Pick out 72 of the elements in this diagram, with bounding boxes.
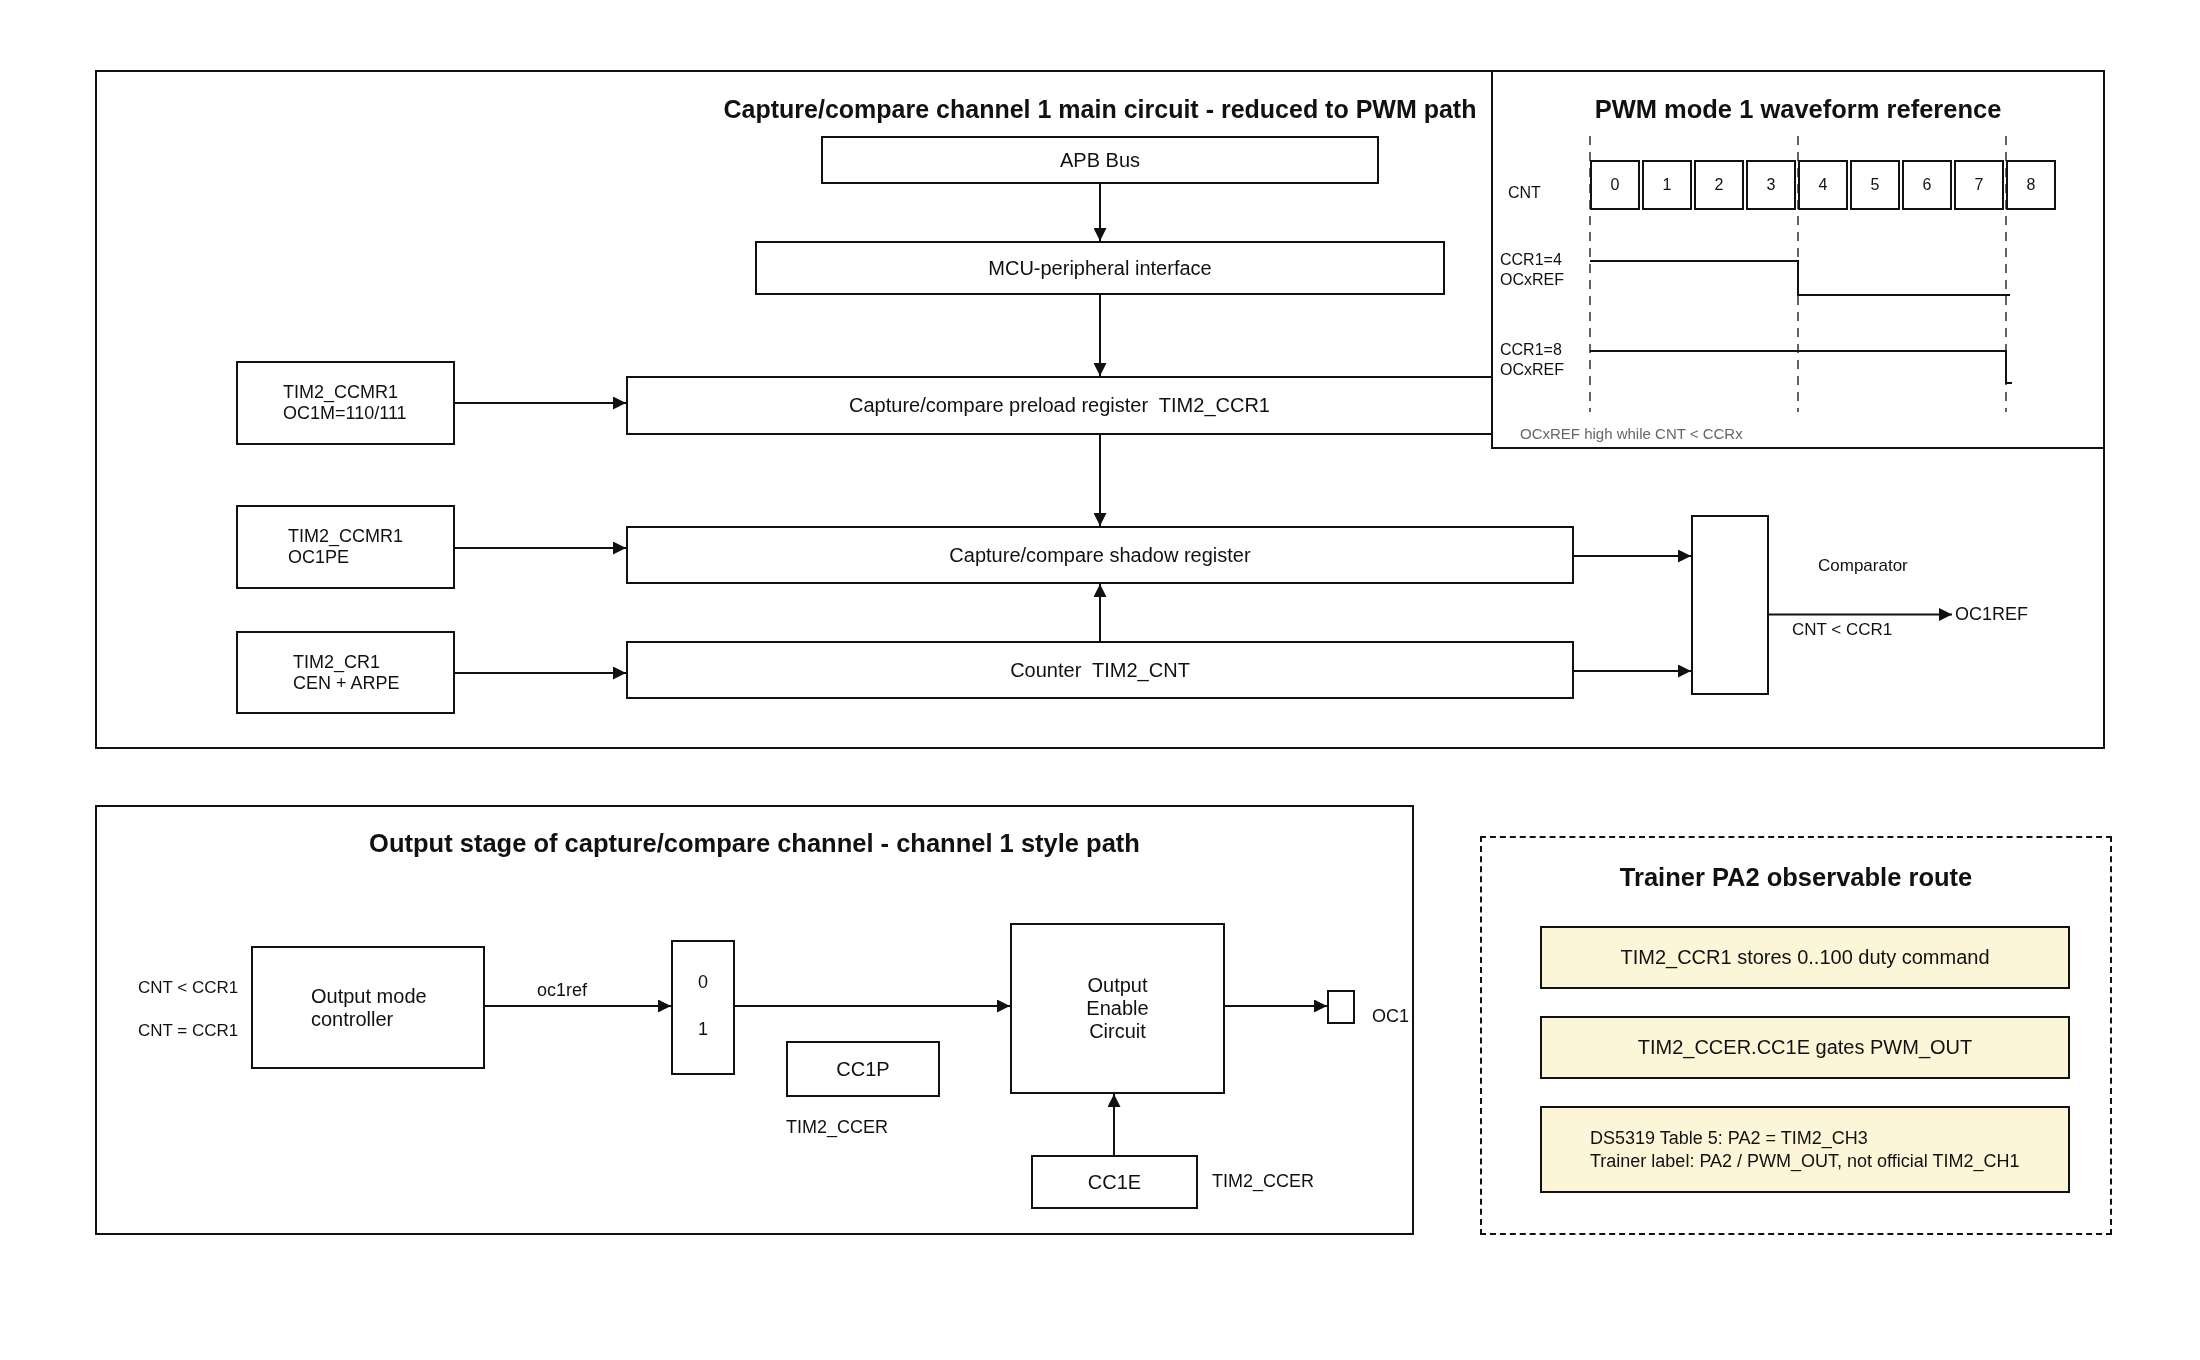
count-value-cell: 3 [1746,160,1796,210]
arrow [454,396,627,410]
arrow [1573,664,1692,678]
register-caption: TIM2_CCER [1212,1171,1314,1192]
row-label: CCR1=4 [1500,251,1562,269]
register-name: TIM2_CCMR1 [288,526,403,547]
arrow [1224,999,1328,1013]
panel-title: PWM mode 1 waveform reference [1594,94,2002,124]
register-field: CEN + ARPE [293,672,400,694]
panel-title: Output stage of capture/compare channel - channel 1 style path [369,828,1140,858]
count-value-cell: 2 [1694,160,1744,210]
arrow [1093,434,1107,527]
input-label: CNT < CCR1 [138,978,239,998]
panel-title: Trainer PA2 observable route [1619,862,1973,892]
controller-block: Output mode controller [251,946,485,1069]
arrow [1573,549,1692,563]
bus-block: APB Bus [821,136,1379,184]
note-text: DS5319 Table 5: PA2 = TIM2_CH3 [1590,1126,1868,1150]
register-block: Capture/compare preload register TIM2_CCR1 [626,376,1493,435]
count-value-cell: 1 [1642,160,1692,210]
panel-title: Capture/compare channel 1 main circuit - reduced to PWM path [723,94,1477,124]
circuit-panel [95,70,2105,749]
waveform-panel [1491,70,2105,449]
pin-label: OC1 [1372,1006,1409,1027]
enable-circuit-block: Output Enable Circuit [1010,923,1225,1094]
arrow [1093,183,1107,242]
arrow [454,666,627,680]
output-pin [1327,990,1355,1024]
count-value-cell: 6 [1902,160,1952,210]
register-block: Capture/compare shadow register [626,526,1574,584]
multiplexer-block [671,940,735,1075]
bit-block: CC1E [1031,1155,1198,1209]
row-label: OCxREF [1500,271,1564,289]
bit-block: CC1P [786,1041,940,1097]
count-value-cell: 4 [1798,160,1848,210]
row-label: CNT [1508,184,1541,202]
row-label: OCxREF [1500,361,1564,379]
note-block [1540,1106,2070,1193]
register-name: TIM2_CCMR1 [283,382,398,403]
count-value-cell: 5 [1850,160,1900,210]
count-value-cell: 7 [1954,160,2004,210]
arrow [1768,608,1953,621]
register-field: OC1M=110/111 [283,403,407,424]
register-name: TIM2_CR1 [293,651,381,673]
input-number: 1 [698,1019,708,1040]
comparator-block [1691,515,1769,695]
arrow [454,541,627,555]
block-caption: Comparator [1818,556,1908,576]
row-label: CCR1=8 [1500,341,1562,359]
signal-label: OC1REF [1952,604,2031,625]
output-stage-panel [95,805,1414,1235]
note-block: TIM2_CCR1 stores 0..100 duty command [1540,926,2070,989]
arrow [1093,294,1107,377]
input-number: 0 [698,972,708,993]
register-block [236,505,455,589]
arrow [1093,583,1107,642]
count-value-cell: 0 [1590,160,1640,210]
input-label: CNT = CCR1 [138,1021,239,1041]
counter-block: Counter TIM2_CNT [626,641,1574,699]
count-value-cell: 8 [2006,160,2056,210]
register-block [236,631,455,714]
register-block [236,361,455,445]
route-panel [1480,836,2112,1235]
arrow [484,999,672,1013]
note-text: Trainer label: PA2 / PWM_OUT, not official TIM2_CH1 [1590,1149,2020,1173]
interface-block: MCU-peripheral interface [755,241,1445,295]
register-field: OC1PE [288,547,350,568]
note-text: OCxREF high while CNT < CCRx [1520,425,1743,442]
arrow [734,999,1011,1013]
register-caption: TIM2_CCER [786,1117,888,1138]
note-block: TIM2_CCER.CC1E gates PWM_OUT [1540,1016,2070,1079]
arrow [1107,1093,1121,1156]
